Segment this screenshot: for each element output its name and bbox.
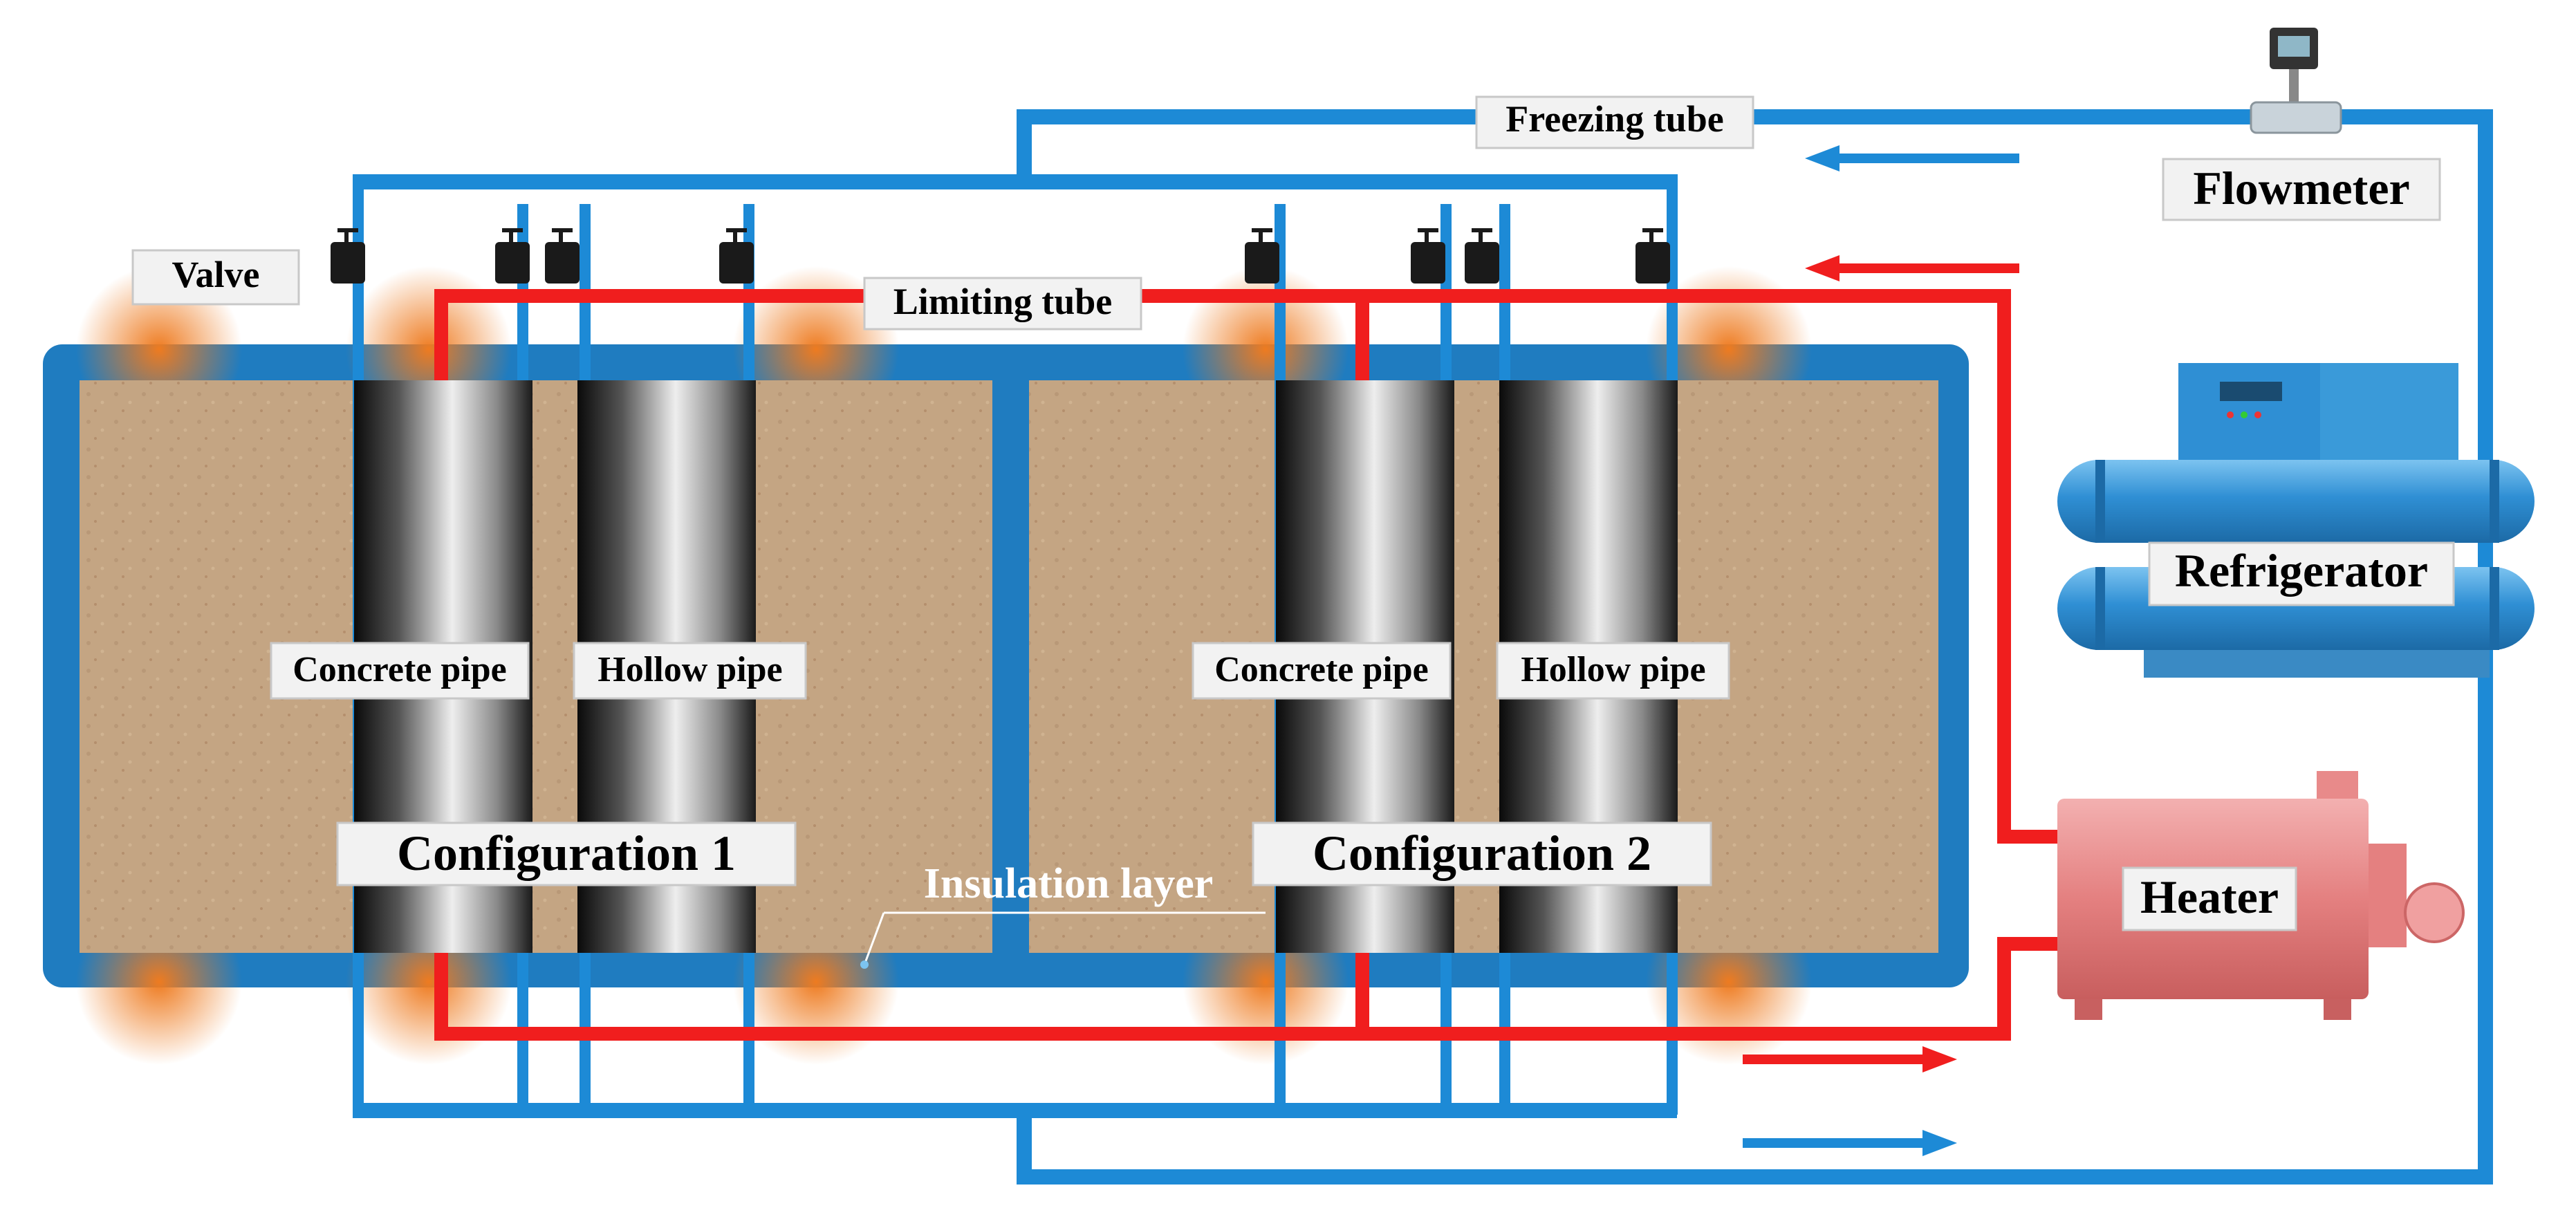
- hollow-pipe-2-label: Hollow pipe: [1521, 650, 1705, 689]
- limiting-tube-network: [434, 289, 2073, 1041]
- arrow-icon: [1743, 145, 2019, 1156]
- flowmeter-label: Flowmeter: [2193, 162, 2409, 214]
- limiting-tube-label: Limiting tube: [893, 281, 1113, 322]
- hollow-pipe-1-label: Hollow pipe: [597, 650, 782, 689]
- refrigerator-label: Refrigerator: [2175, 544, 2428, 597]
- label-freezing-tube: Freezing tube: [1475, 95, 1754, 149]
- flowmeter-icon: [2250, 28, 2342, 134]
- concrete-pipe-2-label: Concrete pipe: [1214, 650, 1429, 689]
- configuration-1-label: Configuration 1: [397, 826, 736, 881]
- label-concrete-pipe-1: Concrete pipe: [270, 642, 530, 700]
- label-concrete-pipe-2: Concrete pipe: [1192, 642, 1452, 700]
- label-valve: Valve: [131, 249, 300, 306]
- label-limiting-tube: Limiting tube: [863, 277, 1142, 331]
- label-refrigerator: Refrigerator: [2148, 541, 2455, 606]
- label-hollow-pipe-2: Hollow pipe: [1496, 642, 1730, 700]
- label-heater: Heater: [2122, 866, 2297, 931]
- insulation-layer-pointer: [860, 911, 1266, 969]
- valve-icon: [331, 228, 1670, 284]
- valve-label: Valve: [172, 254, 259, 295]
- refrigerator-unit: [2057, 363, 2535, 678]
- configuration-2-label: Configuration 2: [1313, 826, 1651, 881]
- label-flowmeter: Flowmeter: [2162, 158, 2441, 221]
- label-configuration-2: Configuration 2: [1252, 821, 1712, 886]
- insulation-layer-label: Insulation layer: [924, 860, 1214, 907]
- label-configuration-1: Configuration 1: [336, 821, 797, 886]
- freezing-tube-label: Freezing tube: [1505, 98, 1723, 140]
- label-hollow-pipe-1: Hollow pipe: [573, 642, 807, 700]
- concrete-pipe-1-label: Concrete pipe: [293, 650, 507, 689]
- heater-label: Heater: [2140, 871, 2279, 923]
